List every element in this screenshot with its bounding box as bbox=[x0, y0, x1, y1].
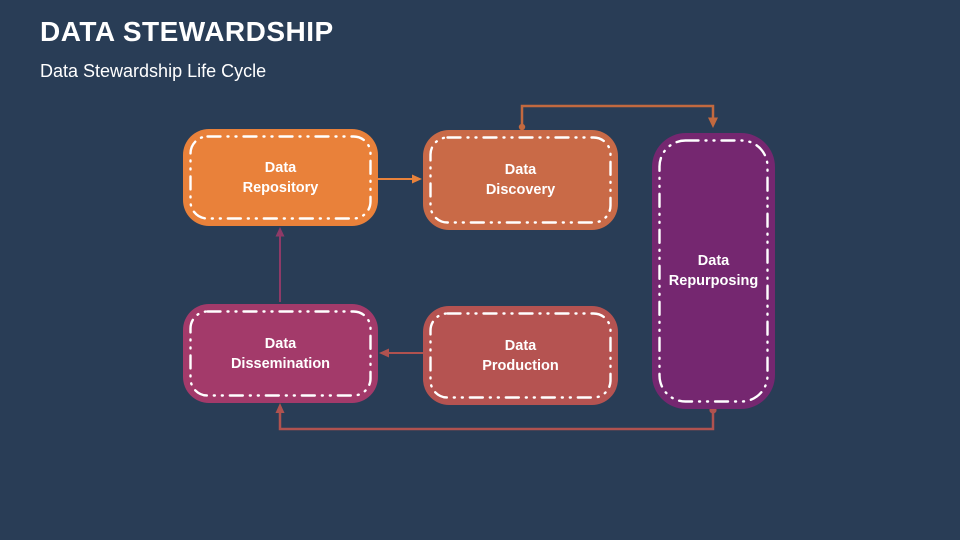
dashed-border bbox=[189, 310, 372, 397]
node-label-line1: Data bbox=[264, 335, 297, 352]
node-label-line2: Discovery bbox=[485, 182, 556, 198]
arrowhead-up-icon bbox=[275, 403, 285, 413]
slide-subtitle: Data Stewardship Life Cycle bbox=[40, 61, 267, 81]
node-data-dissemination: Data Dissemination bbox=[183, 304, 378, 403]
node-data-production: Data Production bbox=[423, 306, 618, 405]
node-label-line1: Data bbox=[504, 162, 537, 178]
node-data-discovery: Data Discovery bbox=[423, 130, 618, 230]
dashed-border bbox=[429, 136, 612, 224]
node-label-line1: Data bbox=[697, 253, 730, 269]
arrowhead-up-icon bbox=[275, 227, 285, 237]
dashed-border bbox=[189, 135, 372, 220]
node-label: Data Production bbox=[423, 306, 618, 405]
connector-repository-to-discovery bbox=[378, 174, 422, 184]
node-label-line2: Repository bbox=[242, 179, 319, 196]
node-label: Data Repository bbox=[183, 129, 378, 226]
node-label-line2: Dissemination bbox=[230, 355, 331, 372]
connector-repurposing-to-dissemination bbox=[275, 403, 717, 431]
dashed-border bbox=[429, 312, 612, 399]
arrowhead-right-icon bbox=[412, 174, 422, 184]
node-label-line1: Data bbox=[504, 337, 537, 354]
node-label-line1: Data bbox=[264, 159, 297, 176]
node-data-repurposing: Data Repurposing bbox=[652, 133, 775, 409]
node-label: Data Repurposing bbox=[652, 133, 775, 409]
connector-discovery-to-repurposing bbox=[518, 104, 718, 131]
node-label-line2: Production bbox=[482, 357, 559, 374]
arrowhead-left-icon bbox=[379, 348, 389, 358]
slide-title: DATA STEWARDSHIP bbox=[40, 16, 334, 47]
connector-line bbox=[278, 409, 715, 431]
node-label-line2: Repurposing bbox=[668, 273, 759, 289]
node-data-repository: Data Repository bbox=[183, 129, 378, 226]
node-label: Data Dissemination bbox=[183, 304, 378, 403]
connector-dissemination-to-repository bbox=[275, 227, 285, 302]
connector-line bbox=[520, 104, 715, 128]
node-label: Data Discovery bbox=[423, 130, 618, 230]
arrowhead-down-icon bbox=[708, 117, 718, 128]
dashed-border bbox=[658, 139, 769, 403]
connector-production-to-dissemination bbox=[379, 348, 423, 358]
